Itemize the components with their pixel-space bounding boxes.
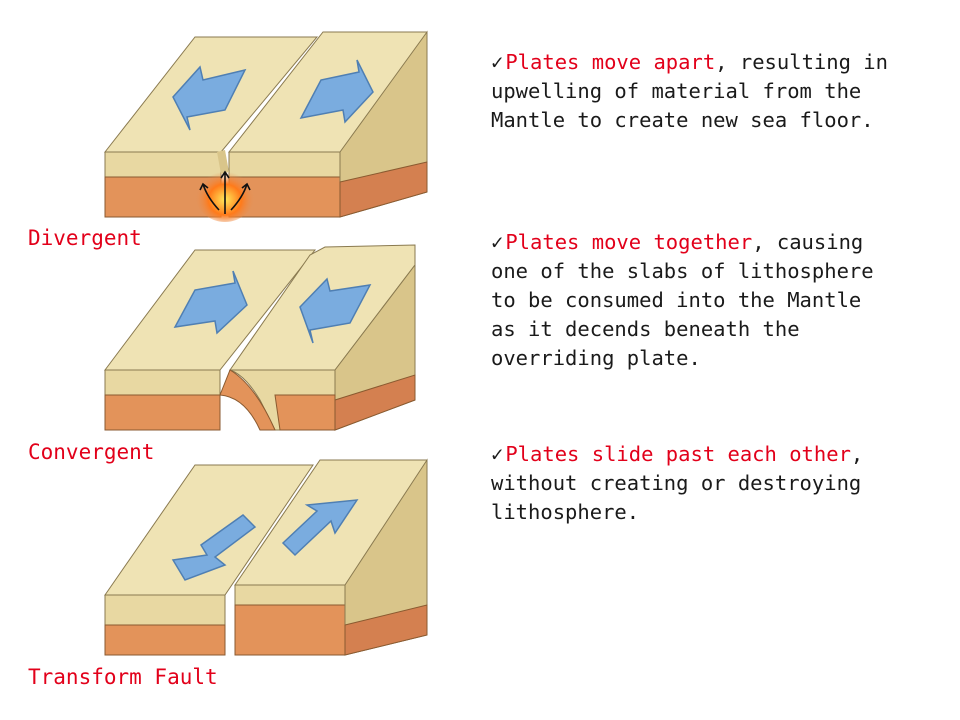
transform-fault-label: Transform Fault — [28, 665, 218, 689]
divergent-text: , resulting in upwelling of material fro… — [491, 50, 888, 132]
transform-highlight: Plates slide past each other — [505, 442, 851, 466]
convergent-text: , causing one of the slabs of lithospher… — [491, 230, 874, 370]
checkmark-icon: ✓ — [491, 442, 504, 466]
convergent-description: ✓Plates move together, causing one of th… — [491, 228, 891, 373]
transform-fault-diagram — [104, 458, 428, 656]
divergent-description: ✓Plates move apart, resulting in upwelli… — [491, 48, 891, 135]
convergent-label: Convergent — [28, 440, 155, 464]
convergent-boundary-diagram — [104, 244, 416, 431]
divergent-highlight: Plates move apart — [505, 50, 716, 74]
divergent-boundary-diagram — [103, 30, 428, 222]
checkmark-icon: ✓ — [491, 50, 504, 74]
transform-description: ✓Plates slide past each other, without c… — [491, 440, 891, 527]
transform-text: , without creating or destroying lithosp… — [491, 442, 864, 524]
magma-upwelling-icon — [195, 166, 255, 222]
convergent-arrows-icon — [173, 270, 372, 344]
convergent-highlight: Plates move together — [505, 230, 753, 254]
transform-arrows-icon — [171, 499, 359, 581]
divergent-label: Divergent — [28, 226, 142, 250]
checkmark-icon: ✓ — [491, 230, 504, 254]
divergent-arrows-icon — [172, 59, 374, 131]
